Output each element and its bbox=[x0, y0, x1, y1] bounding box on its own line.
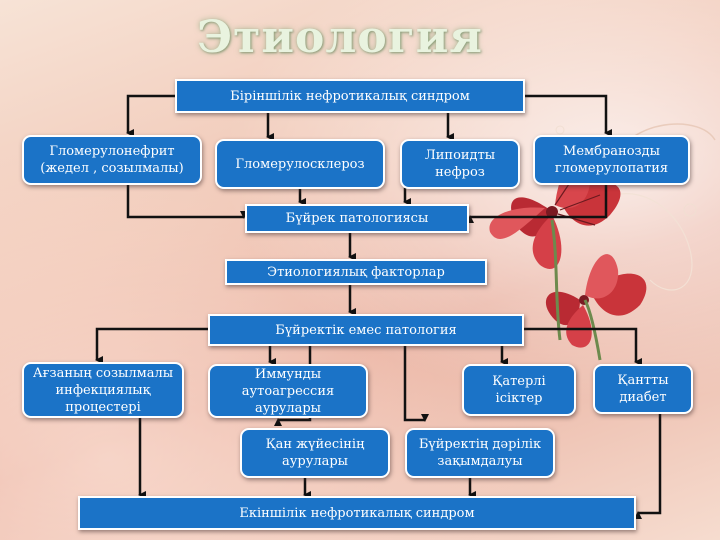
node-secondary-nephrotic-syndrome: Екіншілік нефротикалық синдром bbox=[78, 496, 636, 530]
link-nonkidney-drug bbox=[403, 345, 429, 422]
node-diabetes: Қантты диабет bbox=[593, 364, 693, 414]
node-drug-kidney-damage: Бүйректің дәрілік зақымдалуы bbox=[405, 428, 555, 478]
diagram-title: Этиология bbox=[197, 12, 483, 63]
node-non-kidney-pathology: Бүйректік емес патология bbox=[208, 314, 524, 346]
node-etiological-factors: Этиологиялық факторлар bbox=[225, 259, 487, 285]
node-glomerulonephritis: Гломерулонефрит (жедел , созылмалы) bbox=[22, 135, 202, 185]
node-malignant-tumors: Қатерлі ісіктер bbox=[462, 364, 576, 416]
node-autoimmune-diseases: Иммунды аутоагрессия аурулары bbox=[208, 364, 368, 418]
node-kidney-pathology: Бүйрек патологиясы bbox=[245, 204, 469, 233]
link-membranous-kidney bbox=[466, 184, 608, 223]
node-glomerulosclerosis: Гломерулосклероз bbox=[215, 139, 385, 189]
node-membranous-glomerulopathy: Мембранозды гломерулопатия bbox=[533, 135, 690, 185]
link-nonkidney-infections bbox=[95, 327, 210, 364]
link-primary-glomerulonephritis bbox=[126, 94, 175, 137]
node-chronic-infections: Ағзаның созылмалы инфекциялық процестері bbox=[22, 362, 184, 418]
node-primary-nephrotic-syndrome: Біріншілік нефротикалық синдром bbox=[175, 79, 525, 113]
link-diabetes-secondary bbox=[634, 414, 662, 519]
node-blood-diseases: Қан жүйесінің аурулары bbox=[240, 428, 390, 478]
link-primary-membranous bbox=[523, 94, 612, 137]
node-lipoid-nephrosis: Липоидты нефроз bbox=[400, 139, 520, 189]
link-nonkidney-diabetes bbox=[524, 327, 642, 366]
link-glomerulonephritis-kidney bbox=[126, 184, 248, 219]
